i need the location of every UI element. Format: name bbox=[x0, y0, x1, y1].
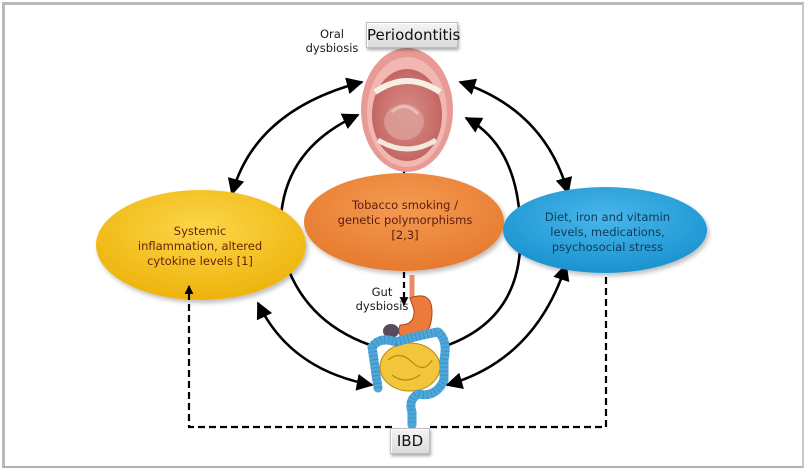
ibd-label: IBD bbox=[390, 428, 430, 454]
oral-dysbiosis-line-2: dysbiosis bbox=[305, 41, 359, 55]
arrow-systemic-gut bbox=[256, 301, 374, 391]
node-tobacco bbox=[304, 173, 504, 271]
tobacco-line-3: [2,3] bbox=[391, 228, 419, 242]
diet-line-2: levels, medications, bbox=[550, 225, 665, 239]
arrow-diet-gut bbox=[445, 263, 570, 389]
dashed-ibd-to-systemic bbox=[184, 285, 392, 429]
diet-stress-text: Diet, iron and vitamin levels, medicatio… bbox=[530, 210, 685, 255]
systemic-line-1: Systemic bbox=[173, 224, 227, 238]
tobacco-line-2: genetic polymorphisms bbox=[337, 213, 473, 227]
mouth-illustration bbox=[361, 48, 453, 172]
tobacco-line-1: Tobacco smoking / bbox=[352, 198, 458, 212]
systemic-line-2: inflammation, altered bbox=[137, 239, 263, 253]
gut-dysbiosis-line-2: dysbiosis bbox=[355, 299, 409, 313]
gi-tract-illustration bbox=[367, 275, 450, 430]
tobacco-smoking-text: Tobacco smoking / genetic polymorphisms … bbox=[320, 198, 490, 243]
arrow-mouth-diet bbox=[458, 78, 573, 195]
diet-line-3: psychosocial stress bbox=[551, 240, 664, 254]
systemic-inflammation-text: Systemic inflammation, altered cytokine … bbox=[120, 224, 280, 269]
node-systemic bbox=[96, 190, 306, 300]
arrow-mouth-systemic bbox=[227, 77, 364, 196]
node-diet bbox=[503, 187, 707, 273]
diet-line-1: Diet, iron and vitamin bbox=[544, 210, 671, 224]
oral-dysbiosis-label: Oral dysbiosis bbox=[300, 27, 364, 55]
periodontitis-label: Periodontitis bbox=[366, 22, 460, 48]
gut-dysbiosis-label: Gut dysbiosis bbox=[352, 285, 412, 313]
systemic-line-3: cytokine levels [1] bbox=[147, 254, 253, 268]
dashed-diet-to-ibd bbox=[430, 275, 608, 429]
gut-dysbiosis-line-1: Gut bbox=[371, 285, 393, 299]
oral-dysbiosis-line-1: Oral bbox=[319, 27, 345, 41]
